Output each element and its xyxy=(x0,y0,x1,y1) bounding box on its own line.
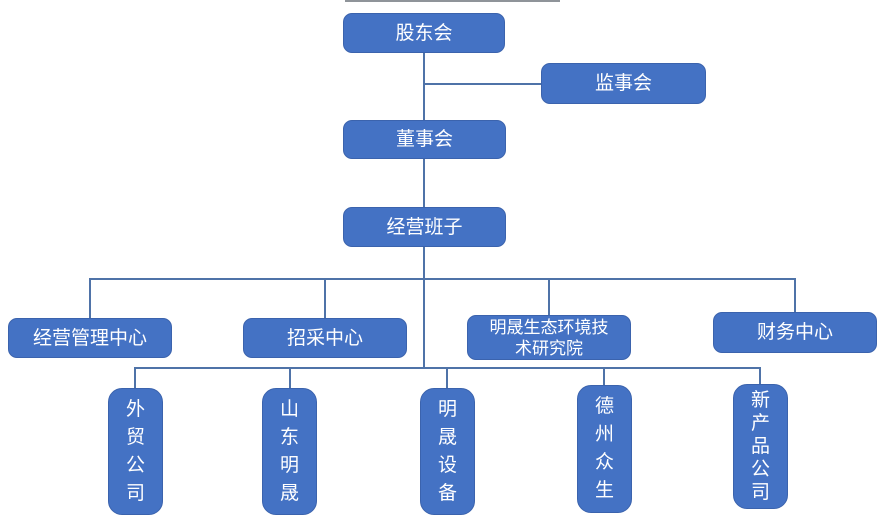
connector-drop-center-3 xyxy=(794,278,796,312)
node-label: 德州众生 xyxy=(594,396,614,501)
node-finance-center: 财务中心 xyxy=(713,312,877,353)
node-new-product-company: 新产品公司 xyxy=(733,384,788,509)
node-foreign-trade-company: 外贸公司 xyxy=(108,388,163,515)
node-mingsheng-equipment: 明晟设备 xyxy=(420,388,475,515)
node-label: 董事会 xyxy=(395,129,453,150)
node-eco-environment-research-institute: 明晟生态环境技术研究院 xyxy=(467,315,631,360)
connector-drop-sub-3 xyxy=(603,367,605,385)
node-operations-management-center: 经营管理中心 xyxy=(8,318,172,358)
connector-drop-sub-4 xyxy=(759,367,761,384)
node-label: 外贸公司 xyxy=(125,398,145,504)
connector-drop-sub-2 xyxy=(446,367,448,388)
node-label: 财务中心 xyxy=(756,322,833,343)
node-label: 山东明晟 xyxy=(279,398,299,504)
node-management-team: 经营班子 xyxy=(343,207,506,247)
connector-drop-center-1 xyxy=(324,278,326,318)
node-label: 监事会 xyxy=(594,73,652,94)
connector-shareholders-supervisory xyxy=(424,83,541,85)
node-dezhou-zhongsheng: 德州众生 xyxy=(577,385,632,513)
node-board-of-directors: 董事会 xyxy=(343,120,506,159)
cropped-line-artifact xyxy=(345,0,560,2)
node-label: 经营管理中心 xyxy=(32,327,147,349)
connector-management-trunk xyxy=(423,247,425,368)
node-supervisory-board: 监事会 xyxy=(541,63,706,104)
connector-drop-center-2 xyxy=(548,278,550,315)
node-shareholders-meeting: 股东会 xyxy=(343,13,505,53)
connector-drop-sub-0 xyxy=(134,367,136,388)
connector-drop-center-0 xyxy=(89,278,91,318)
node-label: 新产品公司 xyxy=(750,390,770,503)
node-label: 招采中心 xyxy=(286,327,363,349)
node-label: 经营班子 xyxy=(386,216,463,238)
node-procurement-center: 招采中心 xyxy=(243,318,407,358)
node-shandong-mingsheng: 山东明晟 xyxy=(262,388,317,515)
connector-shareholders-board xyxy=(423,53,425,120)
connector-board-management xyxy=(423,159,425,207)
connector-centers-rail xyxy=(89,278,795,280)
node-label: 明晟设备 xyxy=(437,398,457,504)
connector-subsidiaries-rail xyxy=(135,367,760,369)
node-label: 股东会 xyxy=(395,22,453,44)
node-label: 明晟生态环境技术研究院 xyxy=(489,317,609,358)
connector-drop-sub-1 xyxy=(289,367,291,388)
